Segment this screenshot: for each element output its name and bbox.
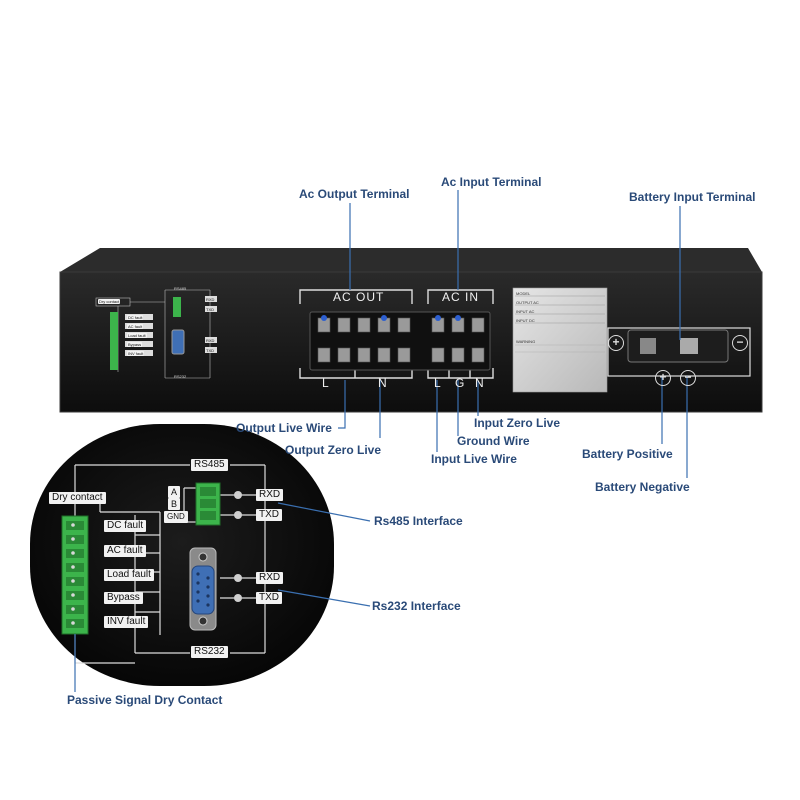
bypass-label: Bypass	[104, 592, 143, 604]
input-live-wire-callout: Input Live Wire	[431, 452, 517, 466]
ac-out-bracket	[299, 289, 413, 304]
terminal-screws	[317, 317, 485, 363]
chassis-top	[60, 248, 762, 272]
out-l-label: L	[322, 376, 330, 390]
battery-input-terminal-callout: Battery Input Terminal	[629, 190, 756, 204]
ac-terminal-block	[309, 311, 491, 371]
rs485-txd-label: TXD	[256, 509, 282, 521]
in-g-label: G	[455, 376, 466, 390]
panel-fault-label: Load fault	[127, 333, 147, 338]
dc-fault-label: DC fault	[104, 520, 147, 532]
nameplate	[512, 287, 608, 393]
nameplate-row: INPUT AC	[516, 309, 535, 314]
rs485-rxd-label: RXD	[256, 489, 284, 501]
panel-db9	[171, 329, 185, 355]
load-fault-label: Load fault	[104, 569, 154, 581]
battery-negative-callout: Battery Negative	[595, 480, 690, 494]
panel-fault-label: AC fault	[127, 324, 144, 329]
panel-txd-label: TXD	[206, 307, 214, 312]
callout-lines	[338, 190, 688, 478]
panel-rxd-label: RXD	[206, 338, 215, 343]
out-n-label: N	[378, 376, 388, 390]
output-live-wire-callout: Output Live Wire	[236, 421, 332, 435]
inv-fault-label: INV fault	[104, 616, 149, 628]
ac-input-terminal-callout: Ac Input Terminal	[441, 175, 542, 189]
panel-fault-label: Bypass	[127, 342, 143, 347]
dry-contact-terminal-strip	[61, 515, 89, 635]
in-n-label: N	[475, 376, 485, 390]
rs232-db9-connector	[189, 547, 217, 631]
panel-txd-label: TXD	[206, 348, 214, 353]
panel-fault-label: DC fault	[127, 315, 144, 320]
panel-green-terminal	[110, 297, 181, 370]
passive-signal-dry-contact-callout: Passive Signal Dry Contact	[67, 693, 223, 707]
ac-in-label: AC IN	[442, 290, 480, 304]
input-zero-live-callout: Input Zero Live	[474, 416, 561, 430]
battery-positive-callout: Battery Positive	[582, 447, 673, 461]
ac-fault-label: AC fault	[104, 545, 146, 557]
rs232-interface-callout: Rs232 Interface	[372, 599, 461, 613]
panel-dry-contact-label: Dry contact	[98, 299, 121, 304]
rs485-interface-callout: Rs485 Interface	[374, 514, 463, 528]
dry-contact-label: Dry contact	[49, 492, 106, 504]
ac-out-label: AC OUT	[333, 290, 385, 304]
pin-a-label: A	[168, 486, 181, 498]
in-l-label: L	[434, 376, 442, 390]
rs232-label: RS232	[191, 646, 228, 658]
nameplate-row: MODEL	[516, 291, 531, 296]
output-zero-live-callout: Output Zero Live	[285, 443, 381, 457]
ground-wire-callout: Ground Wire	[457, 434, 530, 448]
panel-rs485-label: RS485	[174, 286, 187, 291]
panel-fault-label: INV fault	[127, 351, 145, 356]
nameplate-row: INPUT DC	[516, 318, 535, 323]
panel-rxd-label: RXD	[206, 297, 215, 302]
battery-negative-symbol: −	[680, 370, 696, 386]
rs232-txd-label: TXD	[256, 592, 282, 604]
battery-terminal-frame	[607, 327, 751, 377]
battery-minus-symbol: −	[732, 335, 748, 351]
rs232-rxd-label: RXD	[256, 572, 284, 584]
pin-b-label: B	[168, 498, 181, 510]
nameplate-row: OUTPUT AC	[516, 300, 539, 305]
ac-in-bracket	[427, 289, 494, 304]
nameplate-warning: WARNING	[516, 339, 536, 344]
battery-plus-symbol: +	[608, 335, 624, 351]
ac-output-terminal-callout: Ac Output Terminal	[299, 187, 410, 201]
battery-positive-symbol: +	[655, 370, 671, 386]
panel-rs232-label: RS232	[174, 374, 187, 379]
pin-gnd-label: GND	[164, 511, 188, 523]
rs485-label: RS485	[191, 459, 228, 471]
